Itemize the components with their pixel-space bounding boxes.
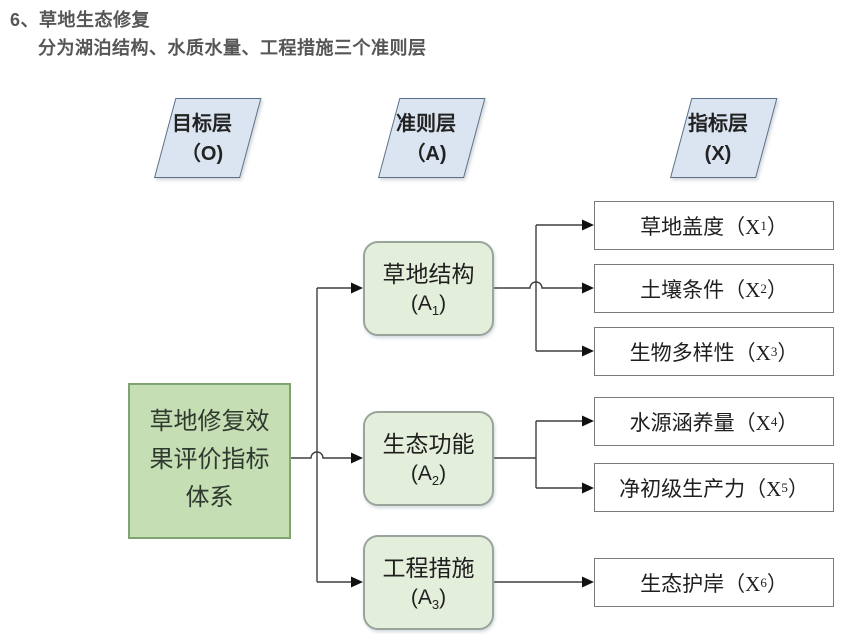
indicator-label: 净初级生产力（X	[619, 476, 782, 501]
level-header-line: 目标层	[172, 113, 232, 135]
page-title: 6、草地生态修复	[10, 10, 151, 30]
goal-box-line: 果评价指标	[149, 447, 270, 474]
code-pre: (A	[410, 461, 432, 485]
level-header-line: 准则层	[396, 113, 456, 135]
arrow-into-x5	[582, 482, 594, 494]
criteria-label: 草地结构	[382, 262, 475, 288]
level-header-goal-text: 目标层 （O)	[164, 98, 240, 169]
criteria-box-a3: 工程措施 (A3)	[363, 535, 494, 630]
code-pre: (A	[410, 291, 432, 315]
indicator-suffix: ）	[787, 476, 809, 501]
criteria-box-a1: 草地结构 (A1)	[363, 241, 494, 336]
criteria-label: 生态功能	[382, 432, 475, 458]
indicator-suffix: ）	[777, 410, 799, 435]
arrow-into-x1	[582, 219, 594, 231]
level-header-line: (X)	[704, 143, 732, 165]
indicator-label: 生态护岸（X	[640, 571, 761, 596]
criteria-code: (A2)	[410, 461, 447, 488]
level-header-indicator-text: 指标层 (X)	[680, 98, 756, 169]
level-header-indicator: 指标层 (X)	[670, 98, 778, 178]
goal-box-line: 草地修复效	[149, 409, 270, 436]
level-header-goal: 目标层 （O)	[154, 98, 262, 178]
arrowheads	[351, 219, 594, 588]
code-sub: 1	[431, 302, 440, 318]
code-pre: (A	[410, 585, 432, 609]
indicator-label: 生物多样性（X	[629, 340, 771, 365]
code-post: )	[439, 585, 447, 609]
level-header-criteria-text: 准则层 （A)	[388, 98, 464, 169]
arrow-into-x3	[582, 345, 594, 357]
indicator-suffix: ）	[766, 214, 788, 239]
connector-a1-to-x2	[494, 281, 583, 289]
code-sub: 2	[431, 472, 440, 488]
criteria-box-a2: 生态功能 (A2)	[363, 411, 494, 506]
indicator-suffix: ）	[766, 277, 788, 302]
page-subtitle: 分为湖泊结构、水质水量、工程措施三个准则层	[38, 38, 427, 58]
arrow-into-a3	[351, 576, 363, 588]
arrow-into-x4	[582, 415, 594, 427]
arrow-into-a2	[351, 452, 363, 464]
level-header-line: （A)	[405, 143, 447, 165]
goal-box-line: 体系	[185, 484, 234, 511]
indicator-label: 草地盖度（X	[640, 214, 761, 239]
arrow-into-x2	[582, 282, 594, 294]
code-post: )	[439, 461, 447, 485]
criteria-code: (A3)	[410, 585, 447, 612]
code-post: )	[439, 291, 447, 315]
level-header-line: （O)	[180, 143, 224, 165]
criteria-label: 工程措施	[382, 556, 475, 582]
indicator-suffix: ）	[777, 340, 799, 365]
connector-goal-to-a2	[291, 451, 352, 459]
indicator-label: 土壤条件（X	[640, 277, 761, 302]
code-sub: 3	[431, 596, 440, 612]
indicator-suffix: ）	[766, 571, 788, 596]
level-header-line: 指标层	[688, 113, 748, 135]
indicator-label: 水源涵养量（X	[629, 410, 771, 435]
arrow-into-a1	[351, 282, 363, 294]
goal-box: 草地修复效 果评价指标 体系	[128, 383, 291, 539]
criteria-code: (A1)	[410, 291, 447, 318]
arrow-into-x6	[582, 576, 594, 588]
level-header-criteria: 准则层 （A)	[378, 98, 486, 178]
